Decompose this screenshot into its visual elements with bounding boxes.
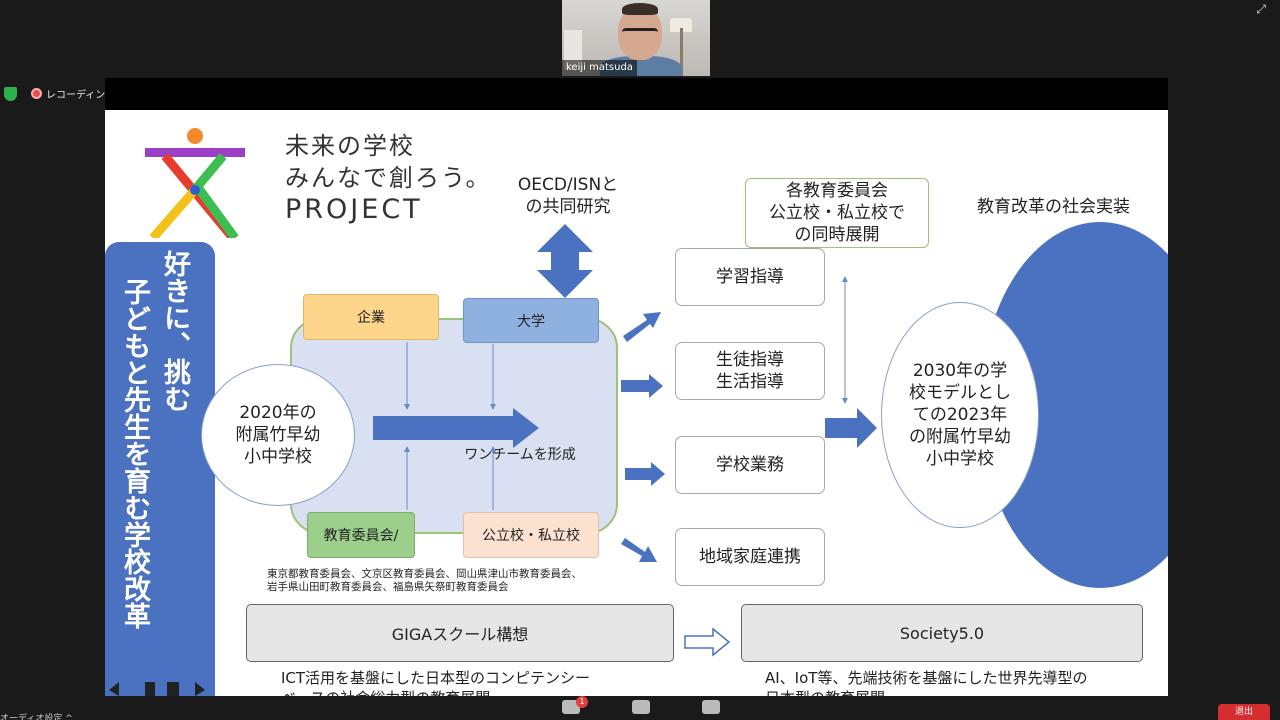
arrow-to-2030	[825, 408, 877, 448]
school-2030-line-4: の附属竹早幼	[909, 427, 1011, 447]
society-desc-line-1: AI、IoT等、先端技術を基盤にした世界先導型の	[765, 669, 1088, 687]
participant-hair	[622, 3, 658, 15]
giga-desc-line-2: ベースの社会総力型の教育展開	[281, 688, 590, 696]
banner-text-1: 好きに、挑む	[159, 250, 190, 412]
item-guidance-line-2: 生活指導	[716, 372, 784, 392]
project-title: 未来の学校 みんなで創ろう。 PROJECT	[285, 130, 492, 226]
board-expansion-box: 各教育委員会 公立校・私立校で の同時展開	[745, 178, 929, 248]
raise-hand-icon[interactable]	[632, 700, 650, 714]
vertical-banner: 好きに、挑む 子どもと先生を育む学校改革	[105, 242, 215, 696]
item-school-work: 学校業務	[675, 436, 825, 494]
tag-education-board: 教育委員会/	[307, 512, 415, 558]
video-lampshade	[670, 18, 692, 32]
arrow-to-community	[621, 538, 657, 562]
item-learning-label: 学習指導	[716, 267, 784, 287]
society-description: AI、IoT等、先端技術を基盤にした世界先導型の 日本型の教育展開	[765, 668, 1087, 696]
tag-public-private-school: 公立校・私立校	[463, 512, 599, 558]
giga-school-box: GIGAスクール構想	[246, 604, 674, 662]
school-2030-line-1: 2030年の学	[912, 361, 1008, 381]
oecd-line-2: の共同研究	[525, 197, 611, 217]
logo-line-3: PROJECT	[285, 194, 423, 225]
giga-to-society-arrow	[684, 627, 731, 657]
item-guidance: 生徒指導 生活指導	[675, 342, 825, 400]
recording-indicator[interactable]: レコーディング中	[31, 86, 125, 101]
leave-button[interactable]: 退出	[1218, 704, 1270, 720]
board-connector-head-down	[842, 398, 848, 404]
tag-company: 企業	[303, 294, 439, 340]
school-2030-line-3: ての2023年	[912, 405, 1008, 425]
boards-note: 東京都教育委員会、文京区教育委員会、岡山県津山市教育委員会、 岩手県山田町教育委…	[267, 568, 582, 594]
logo-line-1: 未来の学校	[285, 132, 415, 160]
oecd-line-1: OECD/ISNと	[517, 175, 619, 195]
school-2030-circle: 2030年の学 校モデルとし ての2023年 の附属竹早幼 小中学校	[881, 302, 1039, 528]
board-line-3: の同時展開	[794, 225, 880, 245]
oecd-label: OECD/ISNと の共同研究	[503, 174, 633, 218]
society-box: Society5.0	[741, 604, 1143, 662]
giga-description: ICT活用を基盤にした日本型のコンピテンシー ベースの社会総力型の教育展開	[281, 668, 590, 696]
participant-name: keiji matsuda	[562, 60, 637, 76]
arrow-to-guidance	[621, 374, 663, 398]
chat-icon[interactable]	[562, 700, 580, 714]
social-implementation-label: 教育改革の社会実装	[977, 197, 1130, 217]
audio-settings[interactable]: オーディオ設定 ^	[0, 714, 73, 720]
meeting-toolbar: オーディオ設定 ^ 1 退出	[0, 696, 1280, 720]
school-2030-line-5: 小中学校	[926, 449, 994, 469]
school-2020-circle: 2020年の 附属竹早幼 小中学校	[201, 364, 355, 506]
boards-note-line-1: 東京都教育委員会、文京区教育委員会、岡山県津山市教育委員会、	[267, 568, 582, 580]
item-learning: 学習指導	[675, 248, 825, 306]
banner-text-2: 子どもと先生を育む学校改革	[119, 278, 150, 629]
society-desc-line-2: 日本型の教育展開	[765, 688, 1087, 696]
school-2020-line-1: 2020年の	[239, 403, 317, 423]
participant-video[interactable]: keiji matsuda	[562, 0, 710, 76]
reactions-icon[interactable]	[702, 700, 720, 714]
shared-slide: 未来の学校 みんなで創ろう。 PROJECT 好きに、挑む 子どもと先生を育む学…	[105, 110, 1168, 696]
board-connector-head-up	[842, 276, 848, 282]
item-guidance-line-1: 生徒指導	[716, 350, 784, 370]
tag-university: 大学	[463, 298, 599, 343]
shared-screen-header	[105, 78, 1168, 110]
video-lamp	[680, 28, 683, 76]
expand-icon[interactable]: ⤢	[1256, 2, 1266, 16]
meeting-status: レコーディング中	[4, 86, 125, 101]
participant-glasses	[622, 28, 658, 37]
school-2020-line-3: 小中学校	[244, 447, 312, 467]
record-icon	[31, 88, 42, 99]
giga-desc-line-1: ICT活用を基盤にした日本型のコンピテンシー	[281, 669, 591, 687]
item-community: 地域家庭連携	[675, 528, 825, 586]
arrow-to-learning	[623, 312, 661, 342]
recording-label: レコーディング中	[46, 90, 126, 101]
chat-badge: 1	[576, 696, 588, 708]
project-logo-icon	[145, 128, 245, 238]
board-line-2: 公立校・私立校で	[769, 203, 905, 223]
school-2020-line-2: 附属竹早幼	[235, 425, 321, 445]
oecd-double-arrow	[537, 224, 593, 298]
arrow-to-school-work	[625, 462, 665, 486]
logo-line-2: みんなで創ろう。	[285, 164, 492, 192]
shield-icon[interactable]	[4, 86, 17, 101]
item-school-work-label: 学校業務	[716, 455, 784, 475]
item-community-label: 地域家庭連携	[699, 547, 801, 567]
one-team-label: ワンチームを形成	[464, 447, 576, 463]
board-line-1: 各教育委員会	[786, 181, 888, 201]
school-2030-line-2: 校モデルとし	[909, 383, 1011, 403]
boards-note-line-2: 岩手県山田町教育委員会、福島県矢祭町教育委員会	[267, 581, 509, 593]
